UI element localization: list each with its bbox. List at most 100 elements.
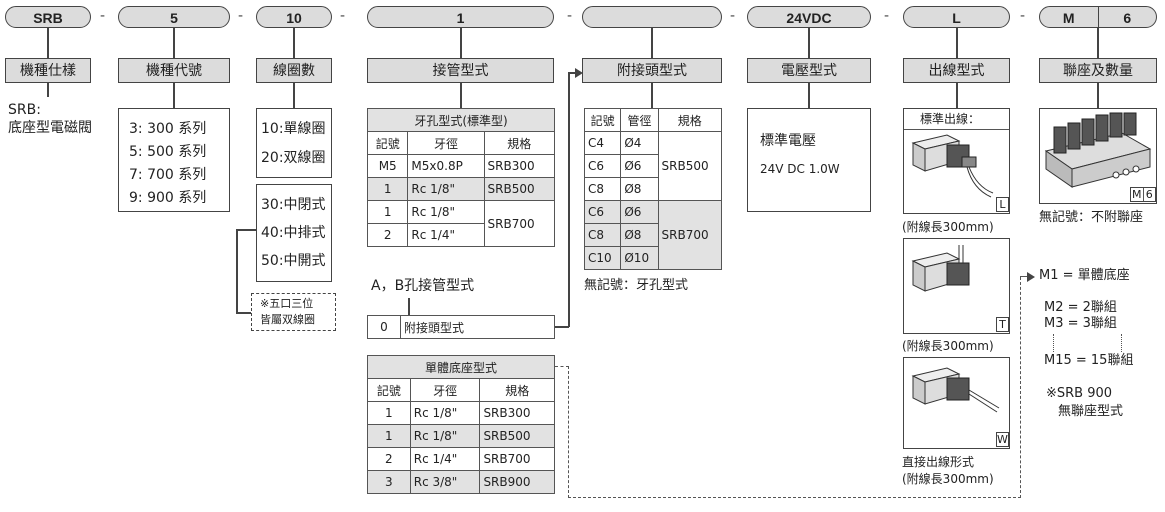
code-model-pill: SRB (5, 6, 91, 28)
valve-w-illustration (911, 367, 1000, 413)
table-cell: C4 (583, 131, 622, 155)
table-cell: Ø4 (620, 131, 659, 155)
separator-dash: - (1020, 8, 1026, 24)
table-cell: 1 (366, 200, 409, 224)
table-cell: Ø6 (620, 154, 659, 178)
code-tag: W (996, 432, 1009, 447)
table-cell: 2 (366, 223, 409, 247)
table-cell: C6 (583, 154, 622, 178)
manifold-note: 無聯座型式 (1058, 404, 1124, 419)
table-cell: 3 (367, 470, 411, 494)
thread-table-title: 牙孔型式(標準型) (367, 108, 555, 132)
table-cell: 2 (367, 447, 411, 471)
separator-dash: - (340, 8, 346, 24)
code-fitting-pill (582, 6, 722, 28)
wiring-std-box: 標準出線： L (903, 108, 1010, 214)
table-cell: SRB700 (479, 447, 555, 471)
table-cell: Ø8 (620, 177, 659, 201)
manifold-tag-letter: M (1132, 188, 1142, 201)
code-voltage-pill: 24VDC (747, 6, 871, 28)
table-cell: Rc 1/4" (409, 447, 481, 471)
table-cell: M5x0.8P (407, 154, 485, 178)
table-cell: SRB300 (483, 154, 556, 178)
code-series-pill: 5 (118, 6, 230, 28)
coil-option: 10:單線圈 (261, 121, 326, 137)
manifold-tag-count: 6 (1142, 188, 1156, 201)
col-header: 記號 (367, 378, 411, 402)
fitting-table: 記號 管徑 規格 C4 Ø4 SRB500 C6 Ø6 C8 Ø8 C6 Ø6 … (583, 108, 723, 270)
coil-option: 20:双線圈 (261, 150, 326, 166)
manifold-none: 無記號：不附聯座 (1039, 210, 1144, 225)
ab-port-label: A，B孔接管型式 (371, 278, 475, 294)
table-cell: C8 (583, 223, 622, 247)
fitting-none-note: 無記號：牙孔型式 (584, 278, 689, 293)
table-cell: SRB700 (657, 200, 723, 270)
table-cell: Rc 1/4" (407, 223, 485, 247)
code-tag: L (996, 197, 1009, 212)
table-cell: SRB500 (479, 424, 555, 448)
coil-option: 40:中排式 (261, 225, 326, 241)
wiring-t-box: T (903, 238, 1010, 334)
header-wiring-type: 出線型式 (903, 58, 1010, 83)
base-table-title: 單體底座型式 (367, 355, 555, 379)
code-coil-pill: 10 (256, 6, 332, 28)
separator-dash: - (730, 8, 736, 24)
voltage-box: 標準電壓 24V DC 1.0W (747, 108, 871, 212)
manifold-m2: M2 = 2聯組 (1044, 300, 1117, 315)
voltage-title: 標準電壓 (760, 133, 816, 149)
fitting-option-row: 0 附接頭型式 (367, 315, 555, 339)
col-header: 管徑 (620, 108, 659, 132)
col-header: 規格 (483, 131, 556, 155)
table-cell: M5 (366, 154, 409, 178)
arrow-right-icon (1027, 272, 1035, 282)
col-header: 規格 (479, 378, 555, 402)
header-fitting-type: 附接頭型式 (582, 58, 722, 83)
header-model-spec: 機種仕樣 (5, 58, 91, 83)
direct-wire-label: 直接出線形式 (902, 455, 975, 469)
manifold-note: ※SRB 900 (1046, 386, 1113, 401)
thread-table: 牙孔型式(標準型) 記號 牙徑 規格 M5 M5x0.8P SRB300 1 R… (366, 108, 556, 247)
separator-dash: - (884, 8, 890, 24)
wiring-w-box: W (903, 357, 1010, 449)
manifold-m3: M3 = 3聯組 (1044, 316, 1117, 331)
arrow-right-icon (575, 68, 583, 78)
table-cell: 1 (367, 401, 411, 425)
coil-box-center: 30:中閉式 40:中排式 50:中開式 (256, 184, 332, 282)
header-coil-count: 線圈數 (256, 58, 332, 83)
col-header: 牙徑 (409, 378, 481, 402)
header-series-code: 機種代號 (118, 58, 230, 83)
table-cell: Rc 1/8" (409, 401, 481, 425)
series-item: 9: 900 系列 (129, 190, 207, 206)
table-cell: Ø10 (620, 246, 659, 270)
header-voltage-type: 電壓型式 (747, 58, 871, 83)
series-item: 3: 300 系列 (129, 121, 207, 137)
table-cell: SRB300 (479, 401, 555, 425)
table-cell: Rc 3/8" (409, 470, 481, 494)
col-header: 規格 (657, 108, 723, 132)
table-cell: SRB500 (657, 131, 723, 201)
manifold-count: 6 (1097, 7, 1157, 27)
table-cell: SRB700 (483, 200, 556, 247)
code-wiring-pill: L (903, 6, 1010, 28)
valve-t-illustration (911, 245, 970, 292)
series-item: 5: 500 系列 (129, 144, 207, 160)
separator-dash: - (567, 8, 573, 24)
coil-note: ※五口三位 (260, 297, 314, 310)
voltage-value: 24V DC 1.0W (760, 162, 840, 176)
table-cell: Rc 1/8" (407, 200, 485, 224)
series-box: 3: 300 系列 5: 500 系列 7: 700 系列 9: 900 系列 (118, 108, 230, 212)
table-cell: 附接頭型式 (400, 315, 555, 339)
valve-l-illustration (911, 134, 994, 198)
lead-length: (附線長300mm) (902, 339, 994, 353)
manifold-box: M 6 (1039, 108, 1157, 204)
wiring-std-label: 標準出線： (920, 112, 981, 126)
lead-length: (附線長300mm) (902, 472, 994, 486)
col-header: 記號 (583, 108, 622, 132)
coil-option: 50:中開式 (261, 253, 326, 269)
model-description: 底座型電磁閥 (8, 120, 92, 136)
manifold-letter: M (1062, 10, 1075, 26)
table-cell: Ø6 (620, 200, 659, 224)
manifold-illustration (1044, 112, 1152, 188)
table-cell: Ø8 (620, 223, 659, 247)
coil-note: 皆屬双線圈 (260, 313, 315, 326)
